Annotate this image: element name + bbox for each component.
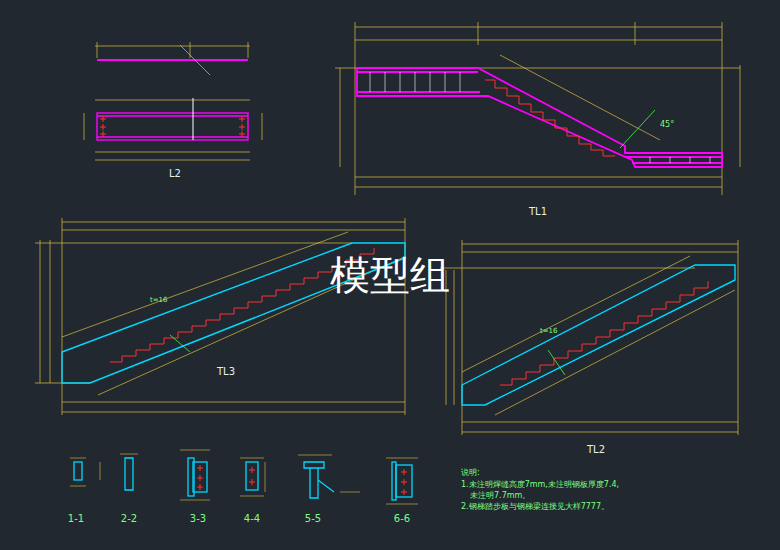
section-label: 1-1	[68, 513, 84, 525]
beam-title: TL2	[587, 444, 605, 456]
section-label: 6-6	[394, 513, 410, 525]
beam-title: L2	[169, 168, 181, 180]
note-line: 未注明7.7mm。	[470, 491, 530, 500]
notes-heading: 说明:	[461, 468, 480, 477]
section-label: 3-3	[190, 513, 206, 525]
note-line: 1.未注明焊缝高度7mm,未注明钢板厚度7.4,	[461, 480, 619, 489]
section-label: 5-5	[305, 513, 321, 525]
note-line: 2.钢梯踏步板与钢梯梁连接见大样7777。	[461, 502, 609, 511]
beam-title: TL1	[529, 206, 547, 218]
section-label: 4-4	[244, 513, 260, 525]
watermark: 模型组	[330, 252, 450, 298]
thickness-label: t=16	[540, 327, 558, 335]
section-label: 2-2	[121, 513, 137, 525]
thickness-label: t=16	[150, 296, 168, 304]
beam-title: TL3	[217, 366, 235, 378]
angle-dimension: 45°	[660, 120, 674, 129]
